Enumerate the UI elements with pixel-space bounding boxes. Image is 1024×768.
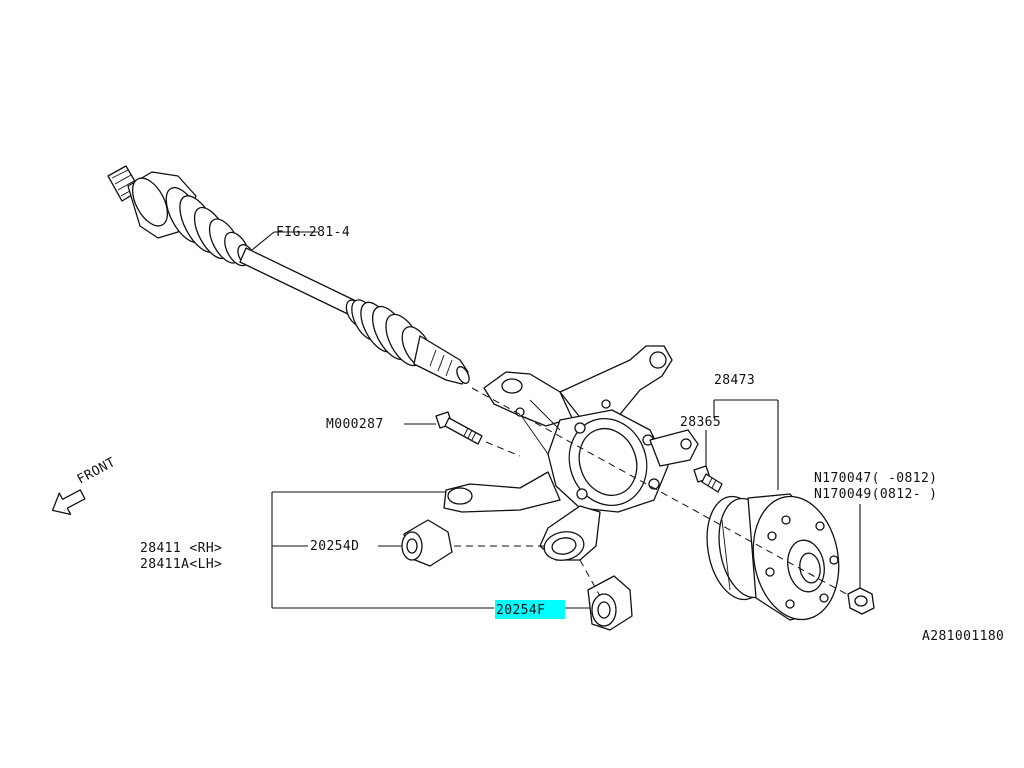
hub-bearing-assembly[interactable]: [699, 490, 848, 627]
housing-lh-part-label[interactable]: 28411A<LH>: [140, 557, 222, 572]
front-label: FRONT: [75, 455, 118, 488]
bushing-f-part-label[interactable]: 20254F: [496, 603, 545, 618]
fig-ref-label[interactable]: FIG.281-4: [276, 225, 350, 240]
front-arrow-icon: [51, 489, 86, 516]
drive-shaft[interactable]: [107, 165, 472, 385]
bushing-20254f[interactable]: [587, 575, 633, 631]
axle-nut[interactable]: [847, 587, 875, 615]
outer-boot: [165, 187, 255, 267]
shaft-bar: [239, 247, 359, 317]
shaft-spline-inner: [413, 335, 469, 385]
drawing-id-label: A281001180: [922, 629, 1004, 644]
centerlines: [454, 387, 851, 597]
nut-part-label-2[interactable]: N170049(0812- ): [814, 487, 937, 502]
nut-part-label-1[interactable]: N170047( -0812): [814, 471, 937, 486]
housing-rh-part-label[interactable]: 28411 <RH>: [140, 541, 222, 556]
part-highlight: [495, 600, 565, 619]
hub-bolt[interactable]: [693, 465, 723, 493]
hub-assy-part-label[interactable]: 28473: [714, 373, 755, 388]
knuckle-bolt[interactable]: [435, 411, 483, 445]
hub-bolt-part-label[interactable]: 28365: [680, 415, 721, 430]
bolt-part-label[interactable]: M000287: [326, 417, 384, 432]
bushing-20254d[interactable]: [401, 519, 453, 567]
rear-knuckle-housing[interactable]: [443, 345, 699, 563]
leader-lines: [251, 231, 861, 609]
front-direction-indicator: FRONT: [51, 455, 118, 516]
bushing-d-part-label[interactable]: 20254D: [310, 539, 359, 554]
